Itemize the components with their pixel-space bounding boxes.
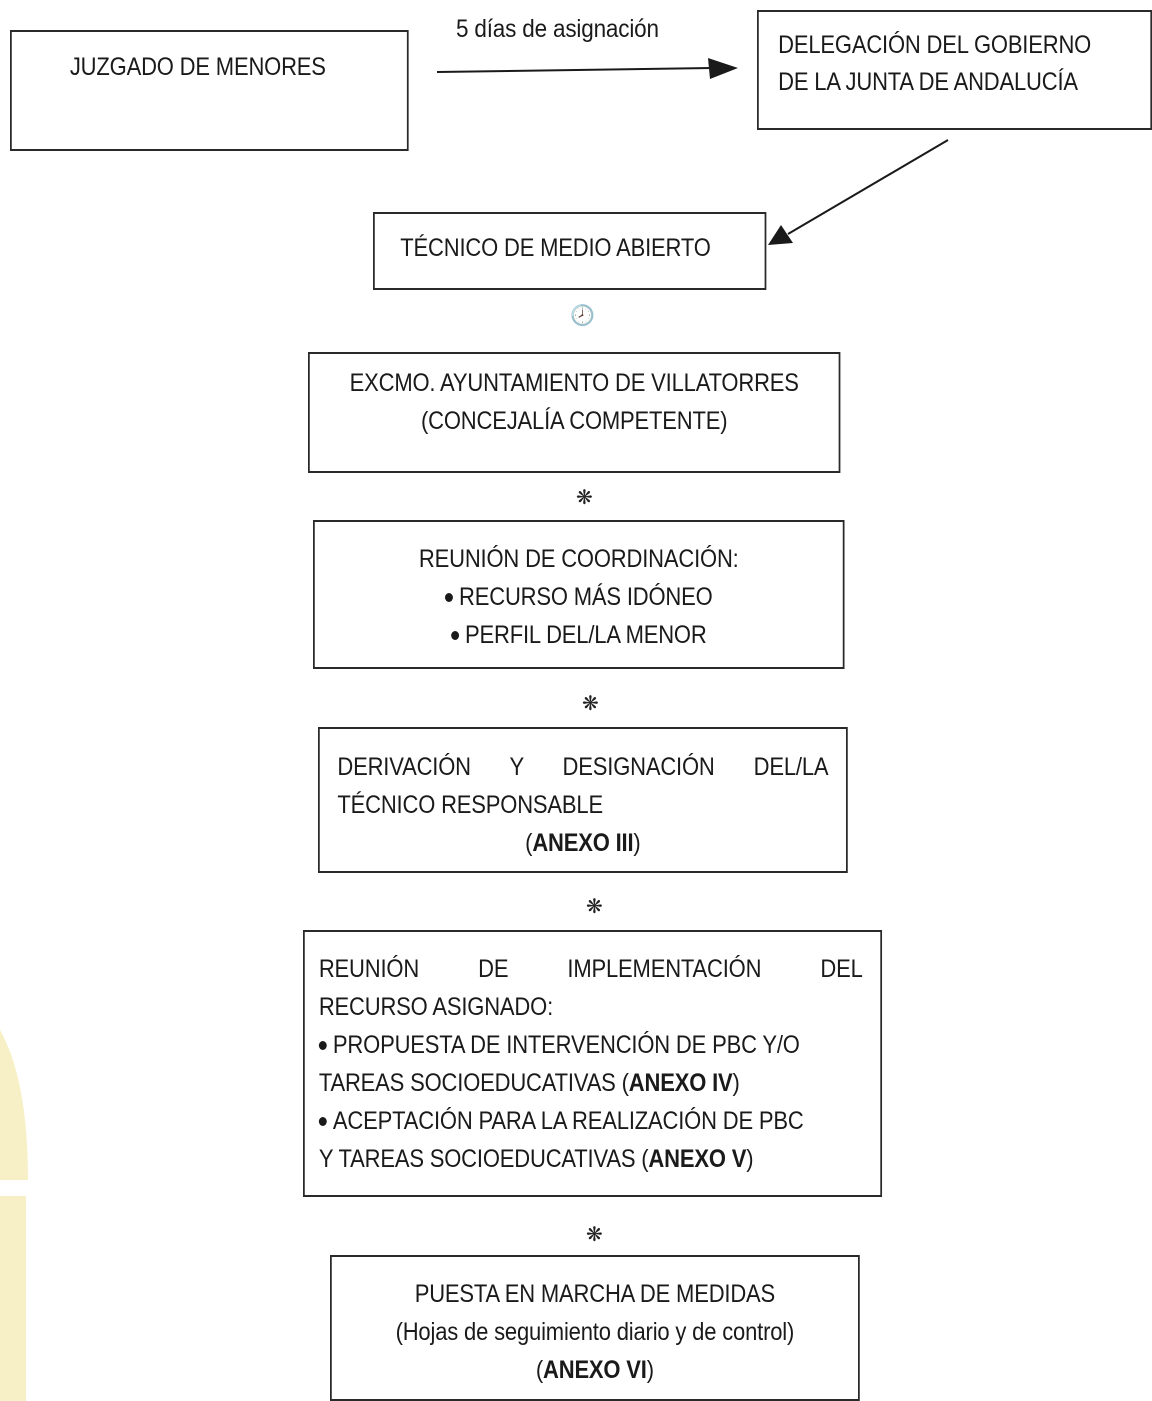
box-juzgado-menores: JUZGADO DE MENORES	[10, 30, 409, 151]
watermark-block	[0, 1196, 26, 1401]
implementacion-bullet-1-line-1: PROPUESTA DE INTERVENCIÓN DE PBC Y/O	[319, 1026, 863, 1064]
arrow-juzgado-to-delegacion	[436, 58, 738, 79]
box-ayuntamiento: EXCMO. AYUNTAMIENTO DE VILLATORRES (CONC…	[308, 352, 841, 473]
box-puesta-en-marcha: PUESTA EN MARCHA DE MEDIDAS (Hojas de se…	[330, 1255, 860, 1401]
arrow-delegacion-to-tecnico	[768, 139, 949, 245]
box-derivacion-designacion: DERIVACIÓN Y DESIGNACIÓN DEL/LA TÉCNICO …	[318, 727, 848, 873]
star-separator-icon: ❋	[576, 487, 593, 509]
annex-iii-label: ANEXO III	[532, 829, 634, 857]
box-delegacion-gobierno: DELEGACIÓN DEL GOBIERNO DE LA JUNTA DE A…	[757, 10, 1152, 130]
implementacion-bullet-2-text: ACEPTACIÓN PARA LA REALIZACIÓN DE PBC	[332, 1107, 804, 1135]
paren-close: )	[732, 1069, 740, 1097]
bullet-icon	[319, 1031, 333, 1059]
paren-close: )	[646, 1356, 654, 1384]
coordinacion-bullet-1: RECURSO MÁS IDÓNEO	[315, 578, 843, 616]
box-juzgado-label: JUZGADO DE MENORES	[69, 53, 326, 81]
box-ayuntamiento-line-1: EXCMO. AYUNTAMIENTO DE VILLATORRES	[349, 369, 799, 397]
implementacion-bullet-2-line-1: ACEPTACIÓN PARA LA REALIZACIÓN DE PBC	[319, 1102, 863, 1140]
paren-open: (	[525, 829, 533, 857]
implementacion-line-2: RECURSO ASIGNADO:	[318, 993, 554, 1021]
box-reunion-coordinacion: REUNIÓN DE COORDINACIÓN: RECURSO MÁS IDÓ…	[313, 520, 845, 669]
puesta-line-1: PUESTA EN MARCHA DE MEDIDAS	[414, 1280, 776, 1308]
annex-vi-label: ANEXO VI	[543, 1356, 647, 1384]
star-separator-icon: ❋	[582, 693, 599, 715]
paren-open: (	[535, 1356, 544, 1384]
implementacion-line-1: REUNIÓN DE IMPLEMENTACIÓN DEL	[318, 955, 863, 983]
paren-close: )	[746, 1145, 754, 1173]
arrow-label: 5 días de asignación	[456, 15, 659, 43]
annex-iv-label: ANEXO IV	[628, 1069, 733, 1097]
implementacion-bullet-1-cont: TAREAS SOCIOEDUCATIVAS (	[318, 1069, 629, 1097]
bullet-icon	[445, 583, 459, 611]
derivacion-line-2: TÉCNICO RESPONSABLE	[337, 791, 603, 819]
implementacion-bullet-2-line-2: Y TAREAS SOCIOEDUCATIVAS (ANEXO V)	[319, 1140, 863, 1178]
coordinacion-title: REUNIÓN DE COORDINACIÓN:	[418, 545, 739, 573]
bullet-icon	[451, 621, 465, 649]
derivacion-line-1: DERIVACIÓN Y DESIGNACIÓN DEL/LA	[337, 753, 829, 781]
star-separator-icon: ❋	[586, 1224, 603, 1246]
puesta-line-2: (Hojas de seguimiento diario y de contro…	[395, 1318, 795, 1346]
box-delegacion-line-2: DE LA JUNTA DE ANDALUCÍA	[778, 68, 1078, 96]
watermark-arc	[0, 1030, 28, 1180]
box-reunion-implementacion: REUNIÓN DE IMPLEMENTACIÓN DEL RECURSO AS…	[303, 930, 883, 1197]
implementacion-bullet-1-line-2: TAREAS SOCIOEDUCATIVAS (ANEXO IV)	[319, 1064, 863, 1102]
star-separator-icon: ❋	[586, 896, 603, 918]
clock-icon: 🕗	[570, 305, 595, 327]
coordinacion-bullet-2-text: PERFIL DEL/LA MENOR	[465, 621, 707, 649]
box-tecnico-medio-abierto: TÉCNICO DE MEDIO ABIERTO	[373, 212, 767, 290]
coordinacion-bullet-2: PERFIL DEL/LA MENOR	[315, 616, 843, 654]
paren-close: )	[633, 829, 641, 857]
implementacion-bullet-2-cont: Y TAREAS SOCIOEDUCATIVAS (	[318, 1145, 649, 1173]
derivacion-annex: (ANEXO III)	[337, 824, 828, 862]
coordinacion-bullet-1-text: RECURSO MÁS IDÓNEO	[459, 583, 713, 611]
annex-v-label: ANEXO V	[648, 1145, 747, 1173]
box-ayuntamiento-line-2: (CONCEJALÍA COMPETENTE)	[420, 407, 728, 435]
box-delegacion-line-1: DELEGACIÓN DEL GOBIERNO	[778, 31, 1092, 59]
bullet-icon	[319, 1107, 333, 1135]
puesta-annex: (ANEXO VI)	[332, 1351, 858, 1389]
implementacion-bullet-1-text: PROPUESTA DE INTERVENCIÓN DE PBC Y/O	[332, 1031, 800, 1059]
box-tecnico-label: TÉCNICO DE MEDIO ABIERTO	[400, 234, 711, 262]
